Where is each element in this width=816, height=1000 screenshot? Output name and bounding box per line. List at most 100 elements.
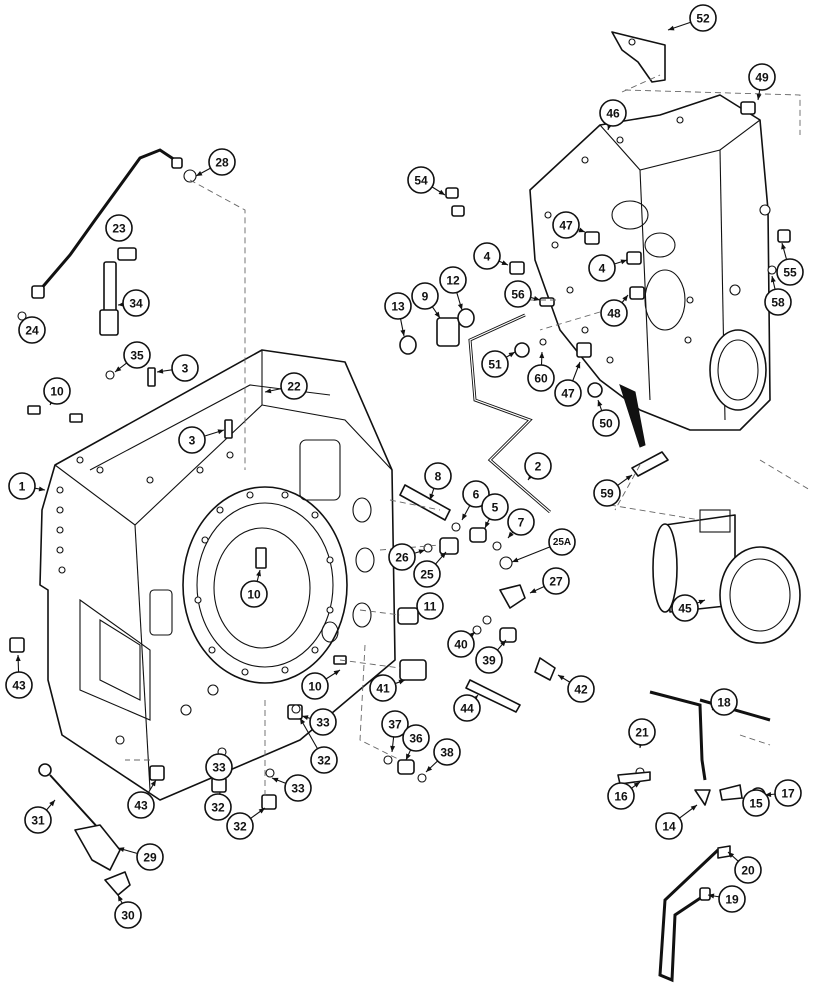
callout-32: 32	[204, 791, 232, 821]
callout-number: 33	[291, 782, 305, 796]
callout-circle	[655, 812, 683, 840]
callout-arrowhead	[698, 599, 705, 605]
callout-number: 24	[25, 324, 39, 338]
callout-41: 41	[369, 674, 406, 702]
callout-number: 23	[112, 222, 126, 236]
callout-arrowhead	[398, 679, 405, 685]
callout-number: 19	[725, 893, 739, 907]
callout-arrowhead	[575, 362, 581, 369]
lube-pipe	[38, 148, 179, 291]
callout-circle	[416, 592, 444, 620]
callout-circle	[388, 543, 416, 571]
callout-arrowhead	[597, 400, 603, 407]
callout-5: 5	[481, 493, 509, 529]
callout-48: 48	[600, 294, 629, 327]
callout-circle	[43, 377, 71, 405]
callout-22: 22	[264, 372, 308, 400]
callout-37: 37	[381, 710, 409, 753]
callout-arrowhead	[558, 675, 565, 681]
callout-number: 16	[614, 790, 628, 804]
callout-number: 3	[182, 362, 189, 376]
callout-17: 17	[764, 779, 802, 807]
callout-number: 40	[454, 638, 468, 652]
callout-32: 32	[226, 807, 266, 840]
callout-circle	[24, 806, 52, 834]
callout-number: 7	[518, 516, 525, 530]
callout-number: 10	[247, 588, 261, 602]
callout-30: 30	[114, 894, 142, 929]
callout-arrowhead	[302, 715, 309, 721]
callout-arrowhead	[539, 352, 545, 359]
callout-number: 20	[741, 864, 755, 878]
callout-circle	[105, 214, 133, 242]
callout-40: 40	[447, 630, 476, 658]
callout-arrowhead	[468, 632, 475, 638]
callout-number: 46	[606, 107, 620, 121]
callout-number: 42	[574, 683, 588, 697]
callout-20: 20	[727, 851, 762, 884]
callout-51: 51	[481, 350, 516, 378]
callout-23: 23	[105, 214, 133, 242]
callout-number: 4	[599, 262, 606, 276]
callout-16: 16	[607, 781, 641, 810]
callout-52: 52	[667, 4, 717, 32]
callout-arrowhead	[756, 93, 762, 100]
callout-number: 36	[409, 732, 423, 746]
callout-circle	[8, 472, 36, 500]
callout-circle	[592, 409, 620, 437]
filler-neck	[74, 824, 121, 871]
callout-number: 4	[484, 250, 491, 264]
callout-arrowhead	[429, 493, 435, 500]
callout-13: 13	[384, 292, 412, 337]
callout-number: 28	[215, 156, 229, 170]
callout-10: 10	[301, 669, 341, 700]
callout-circle	[433, 738, 461, 766]
callout-54: 54	[407, 166, 446, 196]
callout-circle	[136, 843, 164, 871]
callout-arrowhead	[217, 429, 224, 435]
callout-circle	[524, 452, 552, 480]
callout-circle	[411, 282, 439, 310]
callout-24: 24	[18, 316, 46, 344]
callout-arrowhead	[622, 295, 628, 302]
callout-circle	[748, 63, 776, 91]
callout-arrowhead	[690, 805, 697, 811]
callout-number: 32	[317, 754, 331, 768]
callout-arrowhead	[438, 189, 445, 195]
callout-7: 7	[507, 508, 535, 539]
callout-circle	[718, 885, 746, 913]
assembly-leader-lines	[125, 74, 811, 800]
callout-25A: 25A	[511, 528, 576, 563]
callout-arrowhead	[265, 388, 272, 394]
callout-number: 56	[511, 288, 525, 302]
callout-number: 8	[435, 470, 442, 484]
callout-number: 45	[678, 602, 692, 616]
callout-arrowhead	[457, 303, 463, 310]
callout-number: 10	[50, 385, 64, 399]
callout-circle	[381, 710, 409, 738]
main-transmission-housing	[39, 349, 396, 801]
callout-circle	[481, 493, 509, 521]
callout-circle	[5, 671, 33, 699]
callout-circle	[114, 901, 142, 929]
callout-number: 30	[121, 909, 135, 923]
callout-arrowhead	[578, 227, 585, 233]
callout-arrowhead	[418, 549, 425, 555]
callout-number: 38	[440, 746, 454, 760]
callout-number: 44	[460, 702, 474, 716]
callout-circle	[507, 508, 535, 536]
callout-number: 27	[549, 575, 563, 589]
callout-number: 3	[189, 434, 196, 448]
callout-number: 48	[607, 307, 621, 321]
callout-circle	[178, 426, 206, 454]
callout-circle	[208, 148, 236, 176]
callout-circle	[567, 675, 595, 703]
callout-arrowhead	[258, 808, 265, 814]
callout-26: 26	[388, 543, 426, 571]
dipstick	[49, 774, 101, 831]
callout-number: 43	[12, 679, 26, 693]
breather-cap	[104, 871, 131, 896]
callout-circle	[554, 379, 582, 407]
